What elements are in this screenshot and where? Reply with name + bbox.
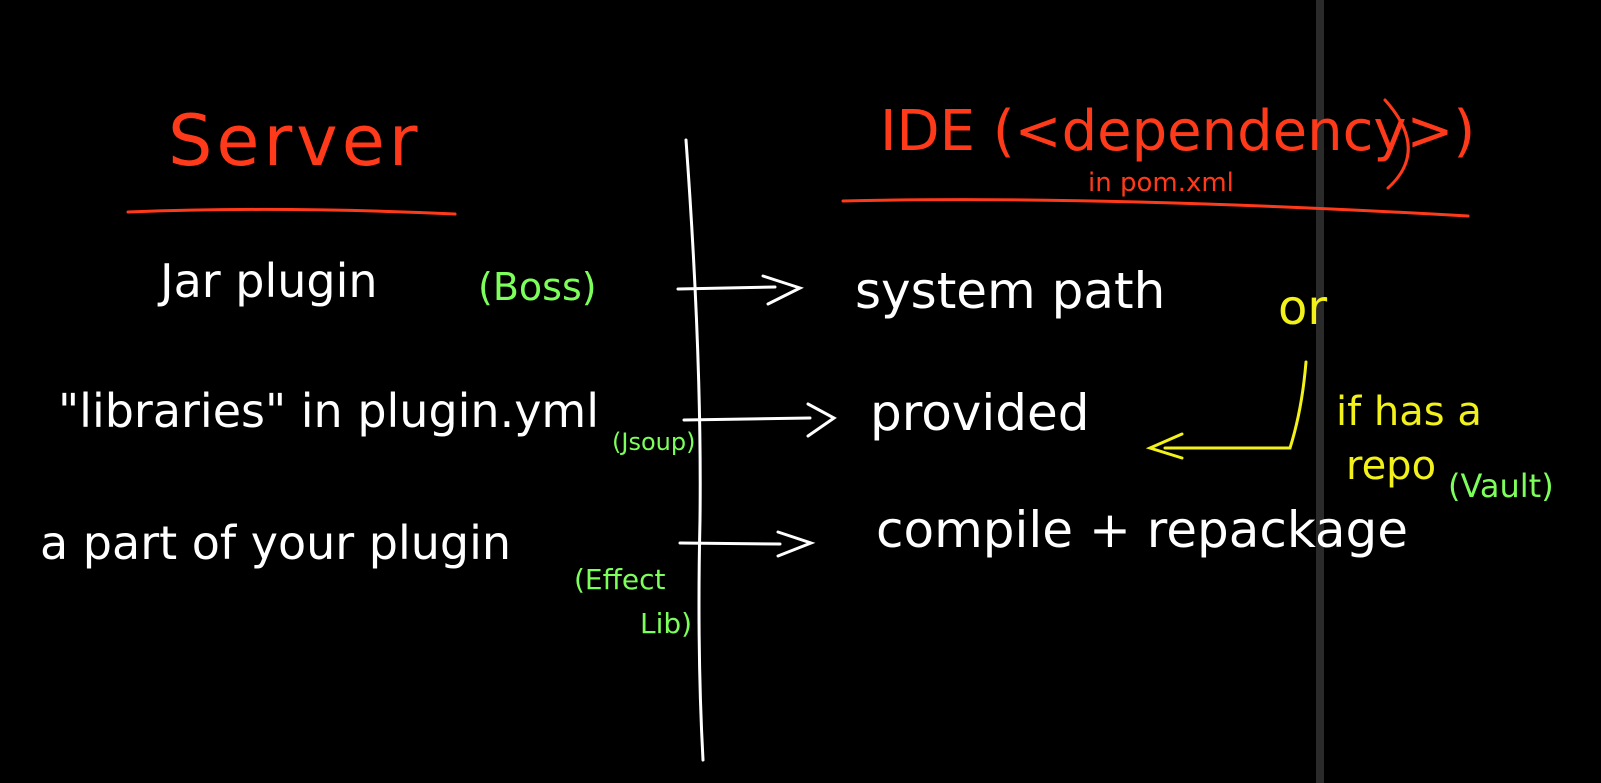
left-row-1-label: Jar plugin	[160, 254, 378, 308]
left-row-2-note: (Jsoup)	[612, 428, 696, 456]
right-row-2-label: provided	[870, 384, 1090, 442]
arrow-row-1	[676, 274, 804, 306]
left-row-3-label: a part of your plugin	[40, 516, 512, 570]
arrow-row-2	[682, 402, 837, 438]
right-row-3-label: compile + repackage	[876, 501, 1409, 559]
left-row-3-note-2: Lib)	[640, 607, 693, 640]
right-row-1-label: system path	[855, 262, 1166, 320]
or-annotation: or	[1278, 280, 1328, 336]
server-underline	[126, 207, 457, 216]
condition-annotation-2: repo	[1346, 443, 1437, 489]
scroll-divider-strip	[1316, 0, 1324, 783]
yellow-connector-arrow	[1145, 360, 1308, 460]
center-divider-line	[684, 138, 705, 762]
left-row-3-note: (Effect	[574, 563, 666, 596]
ide-underline	[841, 198, 1470, 218]
left-row-2-label: "libraries" in plugin.yml	[58, 384, 600, 438]
ide-paren-stroke	[1383, 98, 1410, 190]
arrow-row-3	[678, 530, 816, 558]
ide-subheading: in pom.xml	[1088, 168, 1234, 198]
server-heading: Server	[168, 100, 422, 182]
condition-annotation: if has a	[1336, 389, 1482, 435]
left-row-1-note: (Boss)	[478, 265, 597, 309]
vault-example: (Vault)	[1448, 467, 1554, 505]
ide-heading: IDE (<dependency>)	[880, 99, 1476, 164]
